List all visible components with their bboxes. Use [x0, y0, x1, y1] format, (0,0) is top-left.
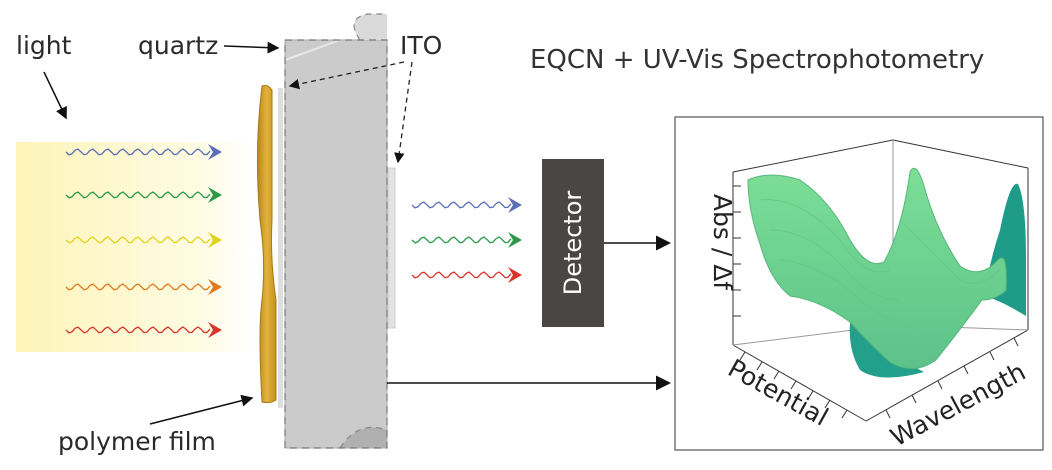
- quartz-label: quartz: [138, 31, 218, 60]
- transmitted-wave-2: [411, 236, 512, 244]
- incoming-wave-arrowhead-5: [208, 322, 222, 338]
- ito-arrow-front: [288, 61, 405, 90]
- incoming-wave-5: [65, 326, 211, 334]
- detector-label: Detector: [559, 191, 587, 296]
- light-arrow: [43, 71, 67, 120]
- incoming-wave-arrowhead-4: [208, 279, 222, 295]
- quartz-arrow: [223, 41, 280, 54]
- incoming-wave-3: [65, 236, 211, 244]
- transmitted-wave-3: [411, 271, 512, 279]
- light-beam: [16, 142, 256, 352]
- 3d-surface-plot: Abs / Δf Potential Wavelength: [674, 116, 1044, 452]
- polymer-film: [256, 85, 277, 404]
- incoming-wave-arrowhead-3: [208, 232, 222, 248]
- light-label: light: [16, 31, 72, 60]
- plot-z-axis-label: Abs / Δf: [708, 194, 737, 291]
- polymer-film-arrow: [149, 394, 254, 425]
- incoming-light-waves: [65, 144, 222, 338]
- transmitted-wave-arrowhead-2: [508, 232, 522, 248]
- incoming-wave-4: [65, 283, 211, 291]
- incoming-wave-2: [65, 191, 211, 199]
- transmitted-wave-1: [411, 201, 512, 209]
- ito-layer-front: [278, 88, 283, 408]
- incoming-wave-arrowhead-1: [208, 144, 222, 160]
- ito-layer-back: [387, 167, 396, 329]
- ito-arrow-back: [394, 61, 413, 164]
- transmitted-light-waves: [411, 197, 522, 283]
- diagram-title: EQCN + UV-Vis Spectrophotometry: [530, 45, 984, 75]
- absorbance-surface: [747, 167, 1007, 369]
- incoming-wave-arrowhead-2: [208, 187, 222, 203]
- polymer-film-label: polymer film: [58, 427, 216, 456]
- detector-box: [542, 159, 604, 327]
- ito-label: ITO: [400, 31, 442, 60]
- transmitted-wave-arrowhead-3: [508, 267, 522, 283]
- incoming-wave-1: [65, 148, 211, 156]
- transmitted-wave-arrowhead-1: [508, 197, 522, 213]
- quartz-crystal: [284, 13, 388, 449]
